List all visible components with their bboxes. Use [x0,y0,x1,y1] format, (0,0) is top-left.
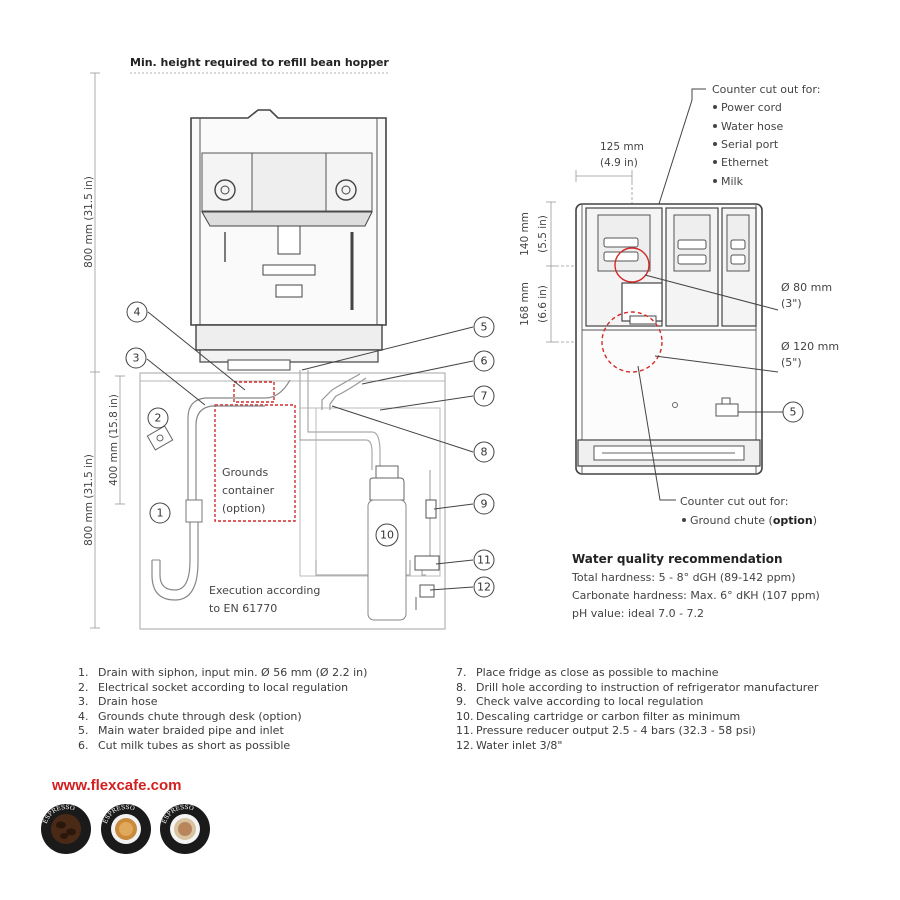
svg-text:Milk: Milk [721,175,744,188]
svg-text:10: 10 [380,529,394,542]
svg-text:Ethernet: Ethernet [721,156,769,169]
svg-text:Serial port: Serial port [721,138,779,151]
svg-text:Grounds: Grounds [222,466,268,479]
svg-text:9: 9 [481,498,488,511]
water-quality-row: pH value: ideal 7.0 - 7.2 [572,607,705,620]
svg-text:(5"): (5") [781,356,802,369]
legend-item: 2.Electrical socket according to local r… [78,680,349,694]
legend-item: 4.Grounds chute through desk (option) [78,709,302,723]
svg-text:5: 5 [790,406,797,419]
cabinet-height-dim: 400 mm (15.8 in) [108,394,120,486]
water-quality-row: Total hardness: 5 - 8° dGH (89-142 ppm) [572,571,796,584]
svg-text:140 mm: 140 mm [519,212,531,256]
legend-item: 11.Pressure reducer output 2.5 - 4 bars … [456,724,756,738]
svg-text:4: 4 [134,306,141,319]
water-pipe [299,370,373,470]
min-height-label: Min. height required to refill bean hopp… [130,56,389,69]
legend-item: 9.Check valve according to local regulat… [456,695,704,709]
legend-item: 12.Water inlet 3/8" [456,738,563,752]
cutout-120mm [601,311,663,373]
svg-text:125 mm: 125 mm [600,141,644,153]
svg-text:12: 12 [477,581,491,594]
grounds-chute [233,381,275,403]
legend-item: 8.Drill hole according to instruction of… [456,680,819,694]
legend-item: 7.Place fridge as close as possible to m… [456,666,719,679]
svg-text:168 mm: 168 mm [519,282,531,326]
legend-item: 1.Drain with siphon, input min. Ø 56 mm … [78,666,368,679]
svg-text:6: 6 [481,355,488,368]
water-quality-row: Carbonate hardness: Max. 6° dKH (107 ppm… [572,589,820,602]
water-quality: Water quality recommendation Total hardn… [572,552,820,625]
svg-text:Power cord: Power cord [721,101,782,114]
svg-text:container: container [222,484,275,497]
svg-text:(option): (option) [222,502,265,515]
drain-siphon [159,522,191,591]
svg-text:7: 7 [481,390,488,403]
water-inlet [419,584,435,598]
water-quality-title: Water quality recommendation [572,552,783,566]
execution-note: Execution according [209,584,320,597]
espresso-badge-cup: ESPRESSO [101,804,151,854]
svg-text:(5.5 in): (5.5 in) [537,215,549,253]
legend-right: 7.Place fridge as close as possible to m… [456,666,818,754]
svg-text:11: 11 [477,554,491,567]
counter-cutout-list: Power cord Water hose Serial port Ethern… [713,101,783,188]
coffee-machine-side [190,109,387,371]
electrical-socket [146,425,174,451]
machine-height-dim: 800 mm (31.5 in) [83,176,95,268]
svg-text:Ø 120 mm: Ø 120 mm [781,340,839,353]
drain-hose [187,379,291,500]
website-link[interactable]: www.flexcafe.com [52,777,182,794]
milk-tube [321,373,361,410]
espresso-badges: ESPRESSO ESPRESSO ESPRESSO [41,804,210,854]
svg-text:5: 5 [481,321,488,334]
counter-height-dim: 800 mm (31.5 in) [83,454,95,546]
legend-item: 3.Drain hose [78,695,158,709]
legend-item: 10.Descaling cartridge or carbon filter … [456,709,741,723]
counter-cutout-title: Counter cut out for: [712,83,820,96]
svg-text:1: 1 [157,507,164,520]
legend-item: 5.Main water braided pipe and inlet [78,724,284,738]
svg-text:(6.6 in): (6.6 in) [537,285,549,323]
svg-text:(4.9 in): (4.9 in) [600,157,638,169]
ground-cutout-title: Counter cut out for: [680,495,788,508]
svg-text:Water hose: Water hose [721,120,783,133]
callouts-left: 4 3 2 1 5 6 7 8 9 10 11 12 [125,301,495,598]
pressure-reducer [414,555,440,571]
cutout-80mm [614,247,650,283]
legend-left: 1.Drain with siphon, input min. Ø 56 mm … [78,666,367,754]
svg-text:Ø 80 mm: Ø 80 mm [781,281,832,294]
legend-item: 6.Cut milk tubes as short as possible [78,738,291,752]
svg-text:8: 8 [481,446,488,459]
svg-text:3: 3 [133,352,140,365]
ground-cutout-item: Ground chute (option) [690,514,817,527]
counter-desk [139,372,446,630]
grounds-container [214,404,296,522]
coffee-machine-front [575,203,763,475]
espresso-badge-crema: ESPRESSO [160,804,210,854]
svg-text:(3"): (3") [781,297,802,310]
svg-text:2: 2 [155,412,162,425]
espresso-badge-beans: ESPRESSO [41,804,91,854]
svg-text:to EN 61770: to EN 61770 [209,602,277,615]
